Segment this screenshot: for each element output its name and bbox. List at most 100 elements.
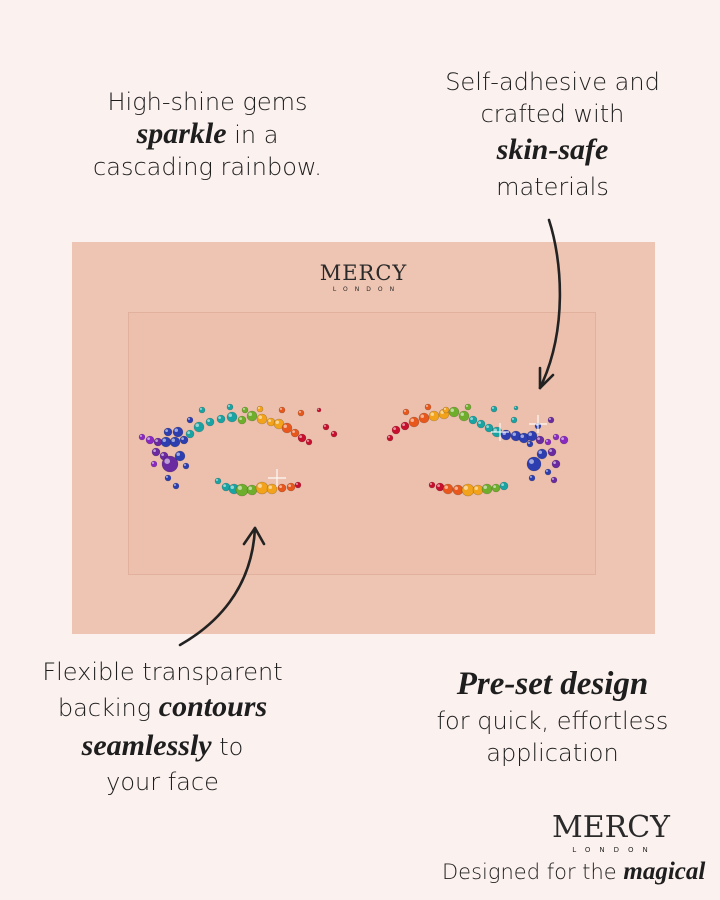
caption-line: crafted with <box>480 100 625 128</box>
gem <box>464 403 472 411</box>
gem <box>528 474 536 482</box>
gem-highlight <box>165 475 168 478</box>
gem <box>226 403 234 411</box>
gem <box>163 427 173 437</box>
gem <box>536 448 548 460</box>
gem-highlight <box>331 431 335 434</box>
gem-highlight <box>257 483 262 488</box>
gem <box>442 406 450 414</box>
gem <box>391 425 401 435</box>
gem-highlight <box>460 412 464 416</box>
gem-highlight <box>306 439 309 442</box>
gem-highlight <box>275 420 279 424</box>
caption-line: cascading rainbow. <box>93 153 322 181</box>
gem-highlight <box>173 483 176 486</box>
gem-highlight <box>528 432 532 436</box>
gem <box>241 406 249 414</box>
gem-highlight <box>258 415 262 419</box>
gem <box>452 484 464 496</box>
gem-highlight <box>410 418 414 422</box>
gem <box>266 483 278 495</box>
gem <box>461 483 475 497</box>
gem <box>481 483 493 495</box>
gem <box>559 435 569 445</box>
gem <box>286 482 296 492</box>
gem-highlight <box>323 424 326 427</box>
gem-highlight <box>228 413 232 417</box>
caption-line: Pre-set design <box>420 665 685 705</box>
gem <box>551 459 561 469</box>
gem-highlight <box>223 484 227 487</box>
caption-line: seamlessly to <box>30 727 295 766</box>
gem-highlight <box>549 449 552 452</box>
caption-text: in a <box>226 121 279 149</box>
gem-highlight <box>501 483 504 486</box>
tagline-text: Designed for the <box>442 860 624 884</box>
card-logo: MERCY LONDON <box>72 262 655 293</box>
gem <box>172 482 180 490</box>
emphasis-text: sparkle <box>136 117 227 150</box>
caption-line: application <box>486 739 619 767</box>
gem-highlight <box>288 484 291 487</box>
gem-highlight <box>187 417 190 420</box>
gem <box>544 438 552 446</box>
gem-highlight <box>403 409 407 412</box>
gem <box>281 422 293 434</box>
gem-highlight <box>237 485 242 490</box>
gem <box>214 477 222 485</box>
gem <box>305 438 313 446</box>
gem <box>297 433 307 443</box>
gem <box>472 484 484 496</box>
gem-highlight <box>511 417 514 420</box>
gem <box>205 417 215 427</box>
gem-highlight <box>465 404 469 407</box>
logo-wordmark: MERCY <box>552 810 670 845</box>
gem-highlight <box>486 425 489 428</box>
caption-line: sparkle in a <box>75 118 340 151</box>
caption-line: skin-safe <box>420 130 685 171</box>
caption-text: to <box>211 733 244 761</box>
gem-highlight <box>227 404 230 407</box>
gem <box>235 483 249 497</box>
gem-highlight <box>207 419 211 422</box>
gem-highlight <box>298 410 301 413</box>
gem <box>198 406 206 414</box>
gem <box>160 436 172 448</box>
gem-highlight <box>162 438 166 442</box>
gem-highlight <box>529 459 534 464</box>
gem-highlight <box>520 434 524 438</box>
gem <box>193 421 205 433</box>
gem-highlight <box>493 428 497 432</box>
tagline-emphasis: magical <box>623 858 706 885</box>
caption-line: backing contours <box>30 688 295 727</box>
gem-highlight <box>171 438 175 442</box>
emphasis-text: seamlessly <box>81 729 212 762</box>
gem-highlight <box>561 437 564 440</box>
gem-highlight <box>393 427 396 430</box>
gem-highlight <box>183 463 186 466</box>
caption-line: materials <box>496 173 609 201</box>
gem <box>316 407 322 413</box>
gem-highlight <box>514 406 517 409</box>
logo-subtitle: LONDON <box>332 286 402 293</box>
gem <box>237 415 247 425</box>
gem <box>484 423 494 433</box>
gem <box>458 410 470 422</box>
gem-highlight <box>176 452 180 456</box>
gem-highlight <box>292 430 295 433</box>
caption-line: Flexible transparent <box>42 658 283 686</box>
gem <box>442 483 454 495</box>
gem <box>145 435 155 445</box>
gem <box>526 430 538 442</box>
gem-highlight <box>443 407 447 410</box>
emphasis-text: contours <box>158 690 268 723</box>
gem-highlight <box>215 478 218 481</box>
gem <box>402 408 410 416</box>
gem <box>490 405 498 413</box>
gem-highlight <box>199 407 202 410</box>
caption-bottom-right: Pre-set design for quick, effortless app… <box>420 665 685 769</box>
logo-subtitle: LONDON <box>572 846 657 854</box>
gem-highlight <box>317 408 320 411</box>
gem <box>535 435 545 445</box>
gem <box>424 403 432 411</box>
